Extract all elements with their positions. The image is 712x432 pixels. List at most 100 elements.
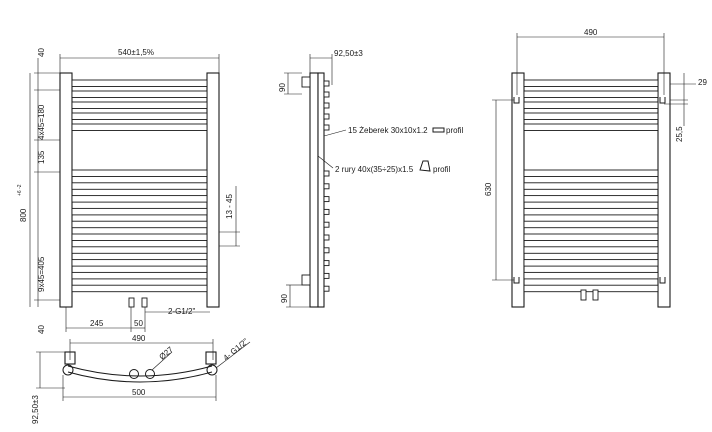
rear-bar: [523, 90, 659, 98]
side-collector-front: [317, 72, 325, 308]
front-bar: [71, 90, 208, 98]
dim-pipe-offset: 245: [90, 319, 104, 328]
side-rib: [323, 285, 330, 292]
side-rib: [323, 260, 330, 267]
pipe-hole-left: [129, 369, 139, 379]
front-bar: [71, 233, 208, 241]
rear-view: 490 630 29 25,5: [484, 28, 707, 308]
rear-bar: [523, 169, 659, 177]
pipe-profile-label: profil: [433, 165, 451, 174]
rear-bars: [523, 79, 659, 293]
rear-pipe-left: [580, 289, 587, 301]
top-view-end-right: [206, 364, 218, 376]
side-ribs: [323, 80, 330, 292]
side-rib: [323, 91, 330, 98]
top-view: 490 500 92,50±3 Ø27 4- G1/2": [31, 334, 251, 424]
rear-bar: [523, 112, 659, 120]
dim-rear-width: 490: [584, 28, 598, 37]
side-rib: [323, 196, 330, 203]
side-rib: [323, 272, 330, 279]
rear-bar: [523, 123, 659, 131]
dim-middle-gap: 135: [37, 150, 46, 164]
side-rib: [323, 102, 330, 109]
dim-side-top-mount: 90: [278, 83, 287, 92]
side-rib: [323, 113, 330, 120]
dim-top-depth: 92,50±3: [31, 395, 40, 424]
front-view: 540±1,5% 40 4x45=180 135 9x45=405 40 800…: [17, 48, 240, 334]
rear-bar: [523, 271, 659, 280]
dim-thread: 4- G1/2": [222, 337, 251, 363]
front-bar: [71, 101, 208, 109]
dim-lower-bars: 9x45=405: [37, 256, 46, 292]
side-rib: [323, 247, 330, 254]
dim-connector: 2-G1/2": [168, 307, 195, 316]
front-bar: [71, 246, 208, 254]
dim-width-label: 540±1,5%: [118, 48, 154, 57]
dim-top-gap: 40: [37, 48, 46, 57]
side-mount-bottom: [301, 274, 311, 286]
side-rib: [323, 234, 330, 241]
front-bar: [71, 112, 208, 120]
side-mount-top: [301, 76, 311, 88]
rear-bar: [523, 259, 659, 267]
dim-rear-top-offset: 29: [698, 78, 707, 87]
dim-hole-diameter: Ø27: [158, 345, 176, 362]
rear-bar: [523, 195, 659, 203]
bar-profile-label: profil: [446, 126, 464, 135]
rear-collector-left: [511, 72, 525, 308]
rear-bar: [523, 101, 659, 109]
front-bars: [71, 79, 208, 293]
dim-height-tolerance: +6 -2: [17, 184, 23, 196]
pipe-profile-icon: [419, 160, 431, 172]
front-bar: [71, 271, 208, 280]
top-view-curve-front: [67, 371, 213, 383]
front-bar: [71, 182, 208, 190]
top-view-end-left: [62, 364, 74, 376]
side-rib: [323, 80, 330, 87]
front-bar: [71, 195, 208, 203]
front-bar: [71, 220, 208, 229]
top-view-curve-back: [67, 365, 213, 377]
rear-bar: [523, 182, 659, 190]
dim-bottom-gap: 40: [37, 325, 46, 334]
pipe-connector-left: [128, 297, 135, 308]
bar-profile-icon: [432, 127, 445, 133]
bar-note: 15 Żeberek 30x10x1.2: [348, 126, 428, 135]
right-collector: [206, 72, 220, 308]
rear-pipe-right: [592, 289, 599, 301]
rear-bar: [523, 207, 659, 216]
dim-side-bottom-mount: 90: [280, 294, 289, 303]
side-view: 92,50±3 90 90 15 Żeberek 30x10x1.2 profi…: [278, 49, 464, 308]
dim-rear-bracket-depth: 25,5: [675, 126, 684, 142]
side-rib: [323, 170, 330, 177]
dim-top-inner-width: 490: [132, 334, 146, 343]
side-rib: [323, 124, 330, 131]
pipe-connector-right: [141, 297, 148, 308]
dim-rear-height: 630: [484, 182, 493, 196]
pipe-hole-right: [145, 369, 155, 379]
dim-side-depth: 92,50±3: [334, 49, 363, 58]
rear-bar: [523, 233, 659, 241]
side-collector-back: [309, 72, 319, 308]
dim-upper-bars: 4x45=180: [37, 104, 46, 140]
rear-bracket-tr: [659, 97, 666, 104]
side-rib: [323, 221, 330, 228]
pipe-note: 2 rury 40x(35÷25)x1.5: [335, 165, 414, 174]
rear-bracket-br: [659, 277, 666, 284]
front-bar: [71, 79, 208, 87]
side-rib: [323, 183, 330, 190]
front-bar: [71, 207, 208, 216]
dim-pipe-spacing: 50: [134, 319, 143, 328]
front-bar: [71, 259, 208, 267]
dim-right-gap: 13 - 45: [225, 194, 234, 219]
rear-bar: [523, 246, 659, 254]
dim-height: 800: [19, 208, 28, 222]
front-bar: [71, 284, 208, 293]
rear-bar: [523, 79, 659, 87]
rear-collector-right: [657, 72, 671, 308]
front-bar: [71, 123, 208, 131]
rear-bar: [523, 220, 659, 229]
left-collector: [59, 72, 73, 308]
